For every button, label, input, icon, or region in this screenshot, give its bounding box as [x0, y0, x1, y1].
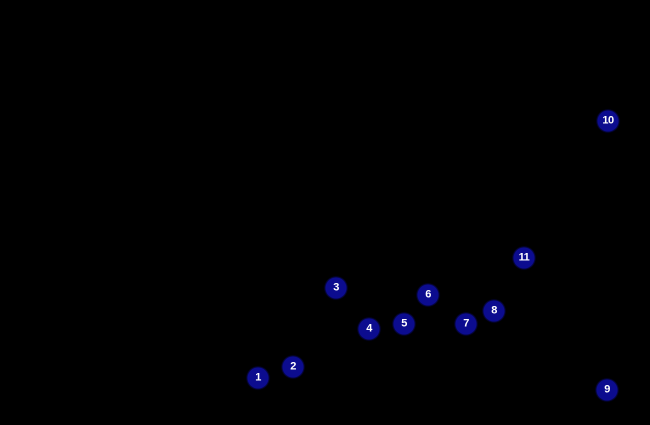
som-marker-label: 3 [333, 281, 339, 294]
som-marker-8[interactable]: 8 [483, 300, 505, 322]
som-marker-3[interactable]: 3 [325, 277, 347, 299]
som-marker-7[interactable]: 7 [455, 313, 477, 335]
som-marker-10[interactable]: 10 [597, 110, 619, 132]
som-marker-1[interactable]: 1 [247, 367, 269, 389]
som-marker-label: 6 [425, 288, 431, 301]
som-marker-11[interactable]: 11 [513, 247, 535, 269]
som-marker-label: 10 [602, 114, 614, 127]
som-marker-label: 4 [366, 322, 372, 335]
som-marker-label: 11 [518, 251, 530, 264]
som-marker-label: 9 [604, 383, 610, 396]
som-marker-label: 5 [401, 317, 407, 330]
som-marker-4[interactable]: 4 [358, 318, 380, 340]
som-marker-5[interactable]: 5 [393, 313, 415, 335]
som-marker-label: 7 [463, 317, 469, 330]
som-marker-9[interactable]: 9 [596, 379, 618, 401]
som-marker-label: 2 [290, 360, 296, 373]
som-marker-2[interactable]: 2 [282, 356, 304, 378]
som-marker-label: 1 [255, 371, 261, 384]
som-marker-label: 8 [491, 304, 497, 317]
som-marker-6[interactable]: 6 [417, 284, 439, 306]
